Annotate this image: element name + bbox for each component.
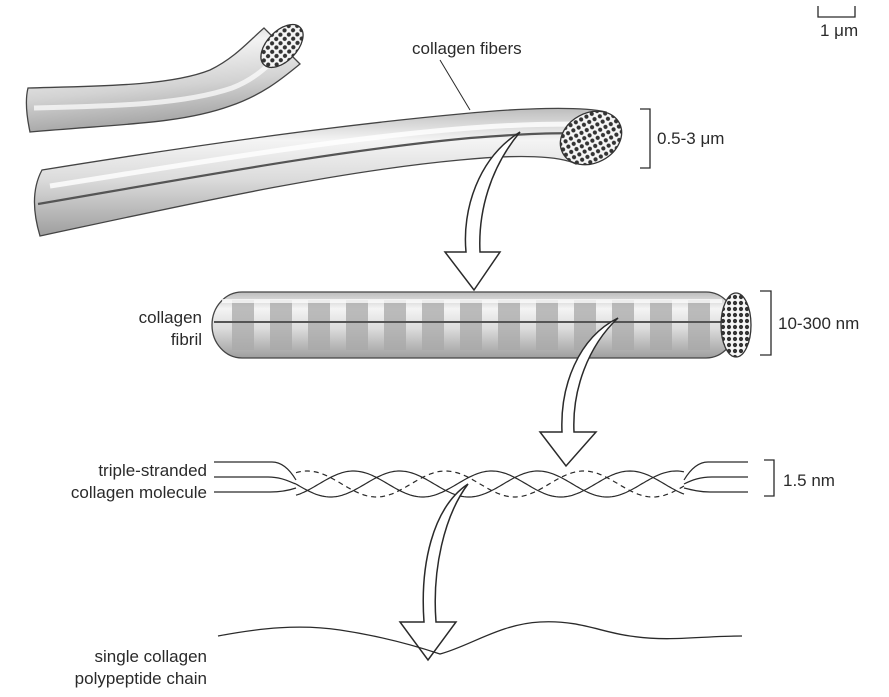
polypeptide-chain: [218, 622, 742, 654]
chain-label-line2: polypeptide chain: [75, 668, 207, 690]
fibril-band: [270, 300, 292, 350]
triple-helix-illustration: [214, 462, 748, 497]
scale-bar: [818, 6, 855, 17]
molecule-size-label: 1.5 nm: [783, 470, 835, 492]
chain-label-line1: single collagen: [95, 646, 207, 668]
collagen-fibers-label: collagen fibers: [412, 38, 522, 60]
fibril-label-line1: collagen: [139, 307, 202, 329]
fibril-band: [460, 300, 482, 350]
fibril-size-bracket: [760, 291, 771, 355]
fibril-band: [308, 300, 330, 350]
fibers-size-label: 0.5-3 μm: [657, 128, 724, 150]
fibril-band: [498, 300, 520, 350]
molecule-size-bracket: [764, 460, 774, 496]
molecule-label-line2: collagen molecule: [71, 482, 207, 504]
fibril-band: [232, 300, 254, 350]
arrow-molecule-to-chain: [400, 484, 468, 660]
fibril-band: [346, 300, 368, 350]
fibril-band: [612, 300, 634, 350]
fibril-label-line2: fibril: [171, 329, 202, 351]
fibril-size-label: 10-300 nm: [778, 313, 859, 335]
fibril-cross-section: [721, 293, 751, 357]
fibril-band: [688, 300, 710, 350]
fibers-size-bracket: [640, 109, 650, 168]
fibril-band: [650, 300, 672, 350]
fibril-band: [422, 300, 444, 350]
fibril-band: [536, 300, 558, 350]
collagen-fibril-illustration: [212, 292, 751, 358]
scale-bar-label: 1 μm: [820, 20, 858, 42]
molecule-label-line1: triple-stranded: [98, 460, 207, 482]
collagen-fibers-illustration: [26, 17, 631, 236]
back-fiber: [26, 28, 300, 132]
fibril-band: [384, 300, 406, 350]
